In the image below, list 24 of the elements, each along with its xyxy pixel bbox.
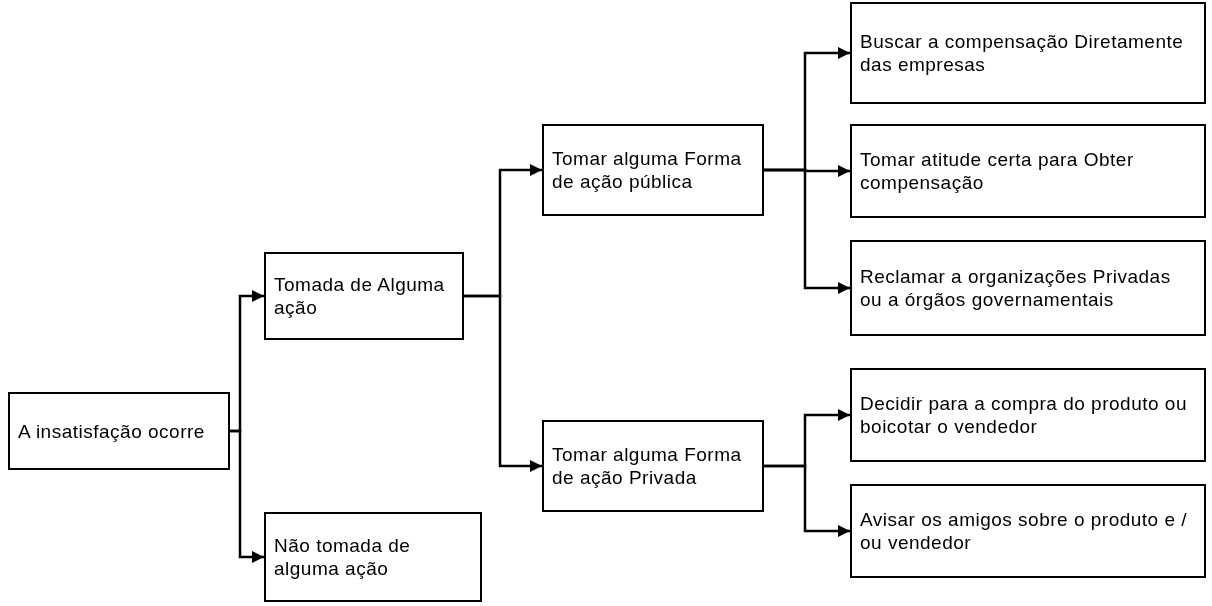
connector-arrow: [764, 464, 850, 538]
process-box: [850, 2, 1206, 104]
connector-arrow: [464, 294, 542, 473]
box-label: Não tomada de alguma ação: [274, 534, 412, 580]
process-box: [264, 512, 482, 602]
box-label: Tomada de Alguma ação: [274, 273, 446, 319]
box-label: Reclamar a organizações Privadas ou a órgãos governamentais: [860, 265, 1172, 311]
process-box: [542, 124, 764, 216]
process-box: [850, 240, 1206, 336]
box-label: Tomar alguma Forma de ação Privada: [552, 443, 743, 489]
connector-arrow: [230, 429, 264, 564]
box-label: Tomar alguma Forma de ação pública: [552, 147, 743, 193]
box-label: Avisar os amigos sobre o produto e / ou vendedor: [860, 508, 1189, 554]
process-box: [850, 368, 1206, 462]
box-label: Buscar a compensação Diretamente das empresas: [860, 30, 1185, 76]
box-label: Tomar atitude certa para Obter compensação: [860, 148, 1135, 194]
connector-arrow: [764, 168, 850, 295]
box-label: A insatisfação ocorre: [18, 419, 205, 443]
box-label: Decidir para a compra do produto ou boicotar o vendedor: [860, 392, 1188, 438]
process-box: [8, 392, 230, 470]
process-box: [850, 484, 1206, 578]
process-box: [264, 252, 464, 340]
process-box: [542, 420, 764, 512]
process-box: [850, 124, 1206, 218]
